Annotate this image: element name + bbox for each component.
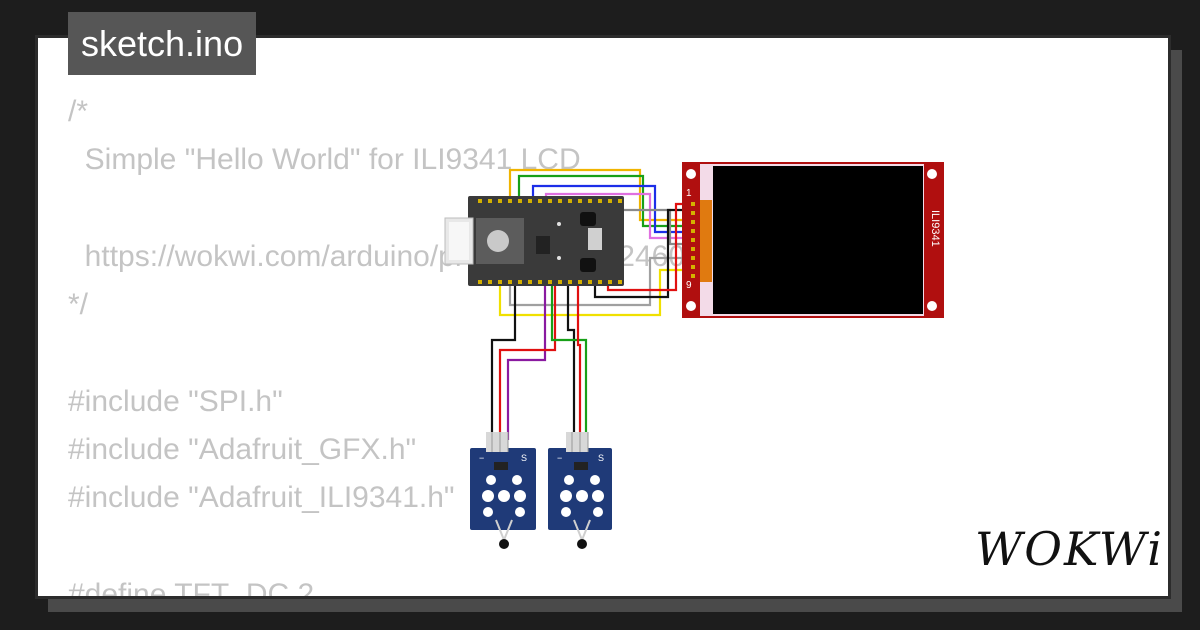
wire-red-display[interactable] xyxy=(606,202,682,292)
display-pin-9-label: 9 xyxy=(686,280,692,291)
wire-red-s1[interactable] xyxy=(498,285,557,440)
pin[interactable] xyxy=(528,280,532,284)
pin[interactable] xyxy=(558,280,562,284)
pin[interactable] xyxy=(488,280,492,284)
wire-red-s2[interactable] xyxy=(576,285,582,440)
pin[interactable] xyxy=(691,274,695,278)
wire-gray-bottom[interactable] xyxy=(508,256,682,307)
wire-black-s1[interactable] xyxy=(490,285,517,440)
pin[interactable] xyxy=(598,199,602,203)
pin[interactable] xyxy=(691,238,695,242)
sensor1-s-label: S xyxy=(521,453,527,463)
code-line: /* xyxy=(68,95,89,128)
pin[interactable] xyxy=(691,220,695,224)
pin[interactable] xyxy=(588,280,592,284)
sensor1-minus-label: − xyxy=(479,453,484,463)
display-pins xyxy=(691,202,695,278)
esp32-board[interactable] xyxy=(444,196,624,286)
wire-green-s2[interactable] xyxy=(550,285,588,440)
pin[interactable] xyxy=(691,256,695,260)
pin[interactable] xyxy=(508,199,512,203)
code-line: #include "SPI.h" xyxy=(68,384,283,418)
pin[interactable] xyxy=(538,199,542,203)
pin[interactable] xyxy=(498,199,502,203)
pin[interactable] xyxy=(691,229,695,233)
pin[interactable] xyxy=(691,211,695,215)
pin[interactable] xyxy=(518,199,522,203)
pin[interactable] xyxy=(691,247,695,251)
wire-black-display[interactable] xyxy=(593,208,682,299)
sensor2-s-label: S xyxy=(598,453,604,463)
code-line: */ xyxy=(68,288,89,322)
ntc-sensor-1[interactable]: − S xyxy=(470,432,536,549)
pin[interactable] xyxy=(568,280,572,284)
pin[interactable] xyxy=(518,280,522,284)
pin[interactable] xyxy=(478,280,482,284)
pin[interactable] xyxy=(578,199,582,203)
pin[interactable] xyxy=(578,280,582,284)
wires xyxy=(490,168,682,440)
esp32-pins-top xyxy=(478,199,622,203)
pin[interactable] xyxy=(528,199,532,203)
pin[interactable] xyxy=(488,199,492,203)
wire-purple-s1[interactable] xyxy=(506,285,547,440)
display-pin-1-label: 1 xyxy=(686,188,692,199)
pin[interactable] xyxy=(691,202,695,206)
pin[interactable] xyxy=(598,280,602,284)
pin[interactable] xyxy=(618,280,622,284)
display-label: ILI9341 xyxy=(929,210,941,247)
pin[interactable] xyxy=(548,280,552,284)
esp32-pins-bottom xyxy=(478,280,622,284)
code-card: /* Simple "Hello World" for ILI9341 LCD … xyxy=(35,35,1171,599)
pin[interactable] xyxy=(538,280,542,284)
filename-tab[interactable]: sketch.ino xyxy=(68,12,257,75)
pin[interactable] xyxy=(498,280,502,284)
pin[interactable] xyxy=(568,199,572,203)
code-line: Simple "Hello World" for ILI9341 LCD xyxy=(68,143,581,177)
code-line: #include "Adafruit_GFX.h" xyxy=(68,433,417,467)
pin[interactable] xyxy=(548,199,552,203)
ntc-sensor-2[interactable]: − S xyxy=(548,432,612,549)
code-line: #define TFT_DC 2 xyxy=(68,577,315,599)
pin[interactable] xyxy=(558,199,562,203)
wire-black-s2[interactable] xyxy=(566,285,576,440)
pin[interactable] xyxy=(508,280,512,284)
sensor2-minus-label: − xyxy=(557,453,562,463)
pin[interactable] xyxy=(691,265,695,269)
ili9341-display[interactable]: 1 9 ILI9341 xyxy=(682,162,944,318)
wire-blue[interactable] xyxy=(531,184,682,234)
pin[interactable] xyxy=(608,199,612,203)
code-line: #include "Adafruit_ILI9341.h" xyxy=(68,481,455,515)
pin[interactable] xyxy=(478,199,482,203)
pin[interactable] xyxy=(618,199,622,203)
pin[interactable] xyxy=(588,199,592,203)
pin[interactable] xyxy=(608,280,612,284)
wokwi-logo: WOKWi xyxy=(975,522,1164,576)
